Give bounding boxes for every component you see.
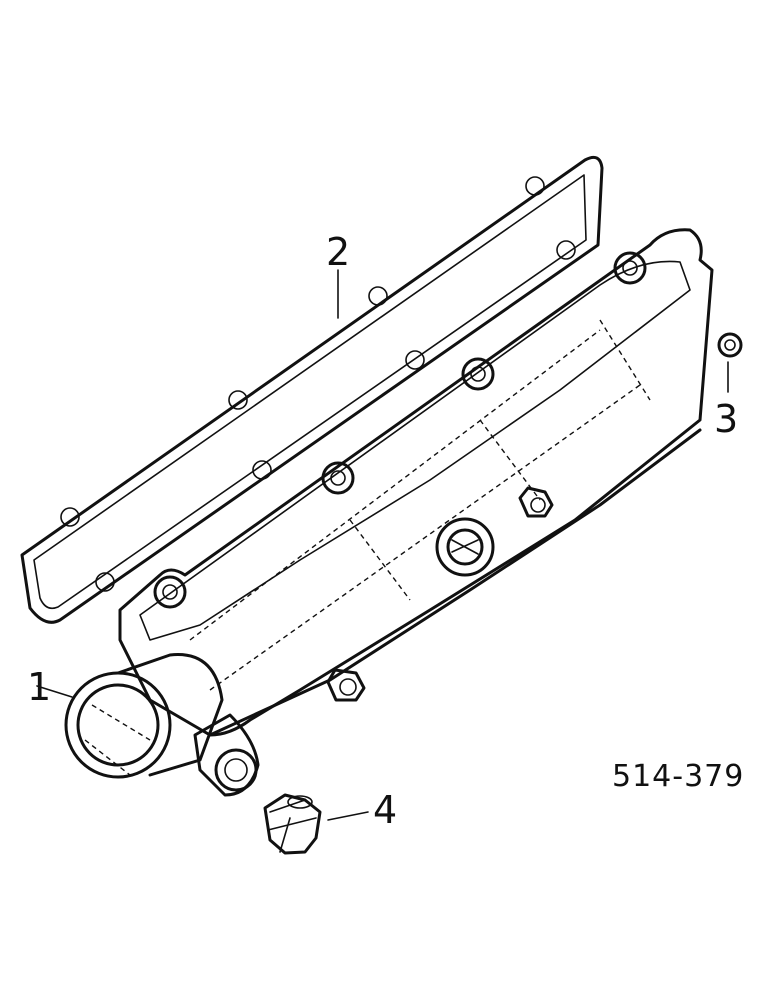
callout-3: 3 bbox=[714, 397, 738, 441]
callout-2: 2 bbox=[326, 230, 350, 274]
threaded-boss bbox=[193, 713, 260, 797]
figure-code: 514-379 bbox=[612, 759, 744, 794]
manifold-housing bbox=[64, 228, 714, 797]
side-port bbox=[435, 517, 495, 577]
small-boss-right bbox=[518, 486, 554, 518]
leader-lines bbox=[36, 269, 729, 821]
small-boss-lower bbox=[326, 668, 366, 702]
gasket-bolt-holes bbox=[60, 176, 576, 592]
callout-4: 4 bbox=[373, 788, 397, 832]
gasket bbox=[20, 155, 604, 624]
washer bbox=[717, 332, 743, 358]
callout-1: 1 bbox=[27, 665, 51, 709]
flange-bolt-holes bbox=[153, 251, 647, 609]
plug bbox=[263, 793, 322, 855]
outlet-pipe bbox=[64, 653, 224, 779]
